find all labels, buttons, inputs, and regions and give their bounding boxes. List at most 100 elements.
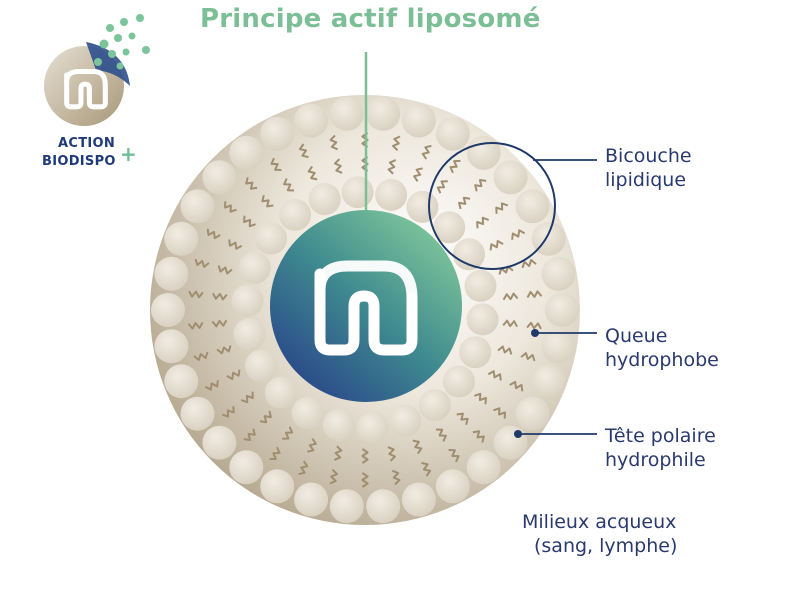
inner-hydrophobic-tail bbox=[361, 448, 369, 464]
outer-hydrophobic-tail bbox=[392, 469, 401, 486]
outer-polar-head bbox=[180, 189, 215, 224]
inner-polar-head bbox=[464, 269, 497, 302]
badge-line1: ACTION bbox=[58, 136, 116, 151]
outer-polar-head bbox=[154, 329, 189, 364]
outer-polar-head bbox=[541, 256, 576, 291]
outer-hydrophobic-tail bbox=[187, 322, 204, 330]
outer-hydrophobic-tail bbox=[269, 446, 281, 461]
outer-hydrophobic-tail bbox=[329, 134, 338, 151]
outer-hydrophobic-tail bbox=[526, 321, 542, 330]
outer-polar-head bbox=[151, 293, 185, 327]
outer-hydrophobic-tail bbox=[361, 472, 369, 488]
inner-hydrophobic-tail bbox=[435, 428, 447, 442]
outer-hydrophobic-tail bbox=[194, 258, 210, 268]
inner-polar-head bbox=[356, 411, 389, 444]
outer-polar-head bbox=[329, 489, 364, 524]
outer-hydrophobic-tail bbox=[421, 461, 432, 477]
outer-polar-head bbox=[294, 103, 329, 138]
outer-polar-head bbox=[493, 425, 528, 460]
inner-polar-head bbox=[442, 365, 475, 398]
inner-hydrophobic-tail bbox=[307, 438, 317, 453]
inner-polar-head bbox=[264, 376, 297, 409]
outer-hydrophobic-tail bbox=[221, 406, 235, 418]
outer-polar-head bbox=[329, 96, 364, 131]
inner-hydrophobic-tail bbox=[243, 215, 256, 228]
inner-polar-head bbox=[389, 404, 422, 437]
inner-hydrophobic-tail bbox=[259, 410, 272, 424]
outer-polar-head bbox=[401, 103, 436, 138]
outer-hydrophobic-tail bbox=[495, 202, 509, 214]
inner-hydrophobic-tail bbox=[497, 345, 513, 355]
inner-polar-head bbox=[459, 336, 492, 369]
inner-polar-head bbox=[233, 318, 266, 351]
medium-label-line2: (sang, lymphe) bbox=[534, 535, 678, 557]
inner-hydrophobic-tail bbox=[412, 439, 423, 455]
outer-polar-head bbox=[366, 489, 401, 524]
inner-hydrophobic-tail bbox=[498, 265, 514, 275]
inner-hydrophobic-tail bbox=[283, 178, 295, 192]
outer-hydrophobic-tail bbox=[204, 380, 219, 391]
badge-monogram-icon bbox=[64, 68, 108, 110]
inner-hydrophobic-tail bbox=[476, 216, 490, 229]
inner-hydrophobic-tail bbox=[387, 446, 396, 462]
inner-polar-head bbox=[255, 222, 288, 255]
outer-hydrophobic-tail bbox=[329, 468, 338, 485]
inner-hydrophobic-tail bbox=[212, 292, 228, 301]
outer-polar-head bbox=[531, 364, 566, 399]
outer-hydrophobic-tail bbox=[509, 380, 524, 392]
inner-hydrophobic-tail bbox=[489, 240, 504, 251]
outer-hydrophobic-tail bbox=[421, 144, 432, 160]
outer-polar-head bbox=[515, 396, 550, 431]
outer-polar-head bbox=[466, 135, 501, 170]
badge-plus-icon: + bbox=[120, 142, 137, 166]
outer-hydrophobic-tail bbox=[243, 428, 256, 441]
inner-hydrophobic-tail bbox=[228, 239, 243, 250]
outer-hydrophobic-tail bbox=[526, 290, 543, 298]
inner-polar-head bbox=[291, 397, 324, 430]
outer-polar-head bbox=[164, 221, 199, 256]
inner-hydrophobic-tail bbox=[502, 319, 518, 328]
inner-hydrophobic-tail bbox=[307, 165, 318, 181]
head-label-line2: hydrophile bbox=[605, 449, 706, 471]
bilayer-label-line1: Bicouche bbox=[605, 145, 692, 167]
outer-hydrophobic-tail bbox=[298, 143, 309, 159]
head-leader-dot bbox=[514, 430, 522, 438]
outer-hydrophobic-tail bbox=[245, 177, 258, 190]
outer-hydrophobic-tail bbox=[361, 132, 369, 148]
inner-hydrophobic-tail bbox=[217, 265, 233, 275]
inner-polar-head bbox=[453, 238, 485, 271]
inner-hydrophobic-tail bbox=[436, 180, 448, 194]
outer-hydrophobic-tail bbox=[493, 407, 506, 419]
inner-hydrophobic-tail bbox=[216, 345, 232, 355]
bilayer-zoom-circle bbox=[428, 142, 556, 270]
outer-hydrophobic-tail bbox=[270, 157, 282, 171]
inner-polar-head bbox=[322, 409, 355, 442]
inner-polar-head bbox=[238, 251, 271, 284]
inner-hydrophobic-tail bbox=[387, 159, 397, 175]
lipid-bilayer bbox=[151, 96, 579, 524]
outer-polar-head bbox=[401, 482, 436, 517]
head-label-line1: Tête polaire bbox=[605, 425, 716, 447]
outer-hydrophobic-tail bbox=[392, 135, 401, 152]
outer-polar-head bbox=[164, 364, 199, 399]
outer-polar-head bbox=[229, 450, 264, 485]
active-core bbox=[270, 210, 462, 402]
outer-polar-head bbox=[493, 160, 528, 195]
inner-hydrophobic-tail bbox=[333, 445, 343, 461]
inner-polar-head bbox=[231, 284, 264, 317]
outer-polar-head bbox=[366, 96, 401, 131]
inner-hydrophobic-tail bbox=[413, 167, 423, 182]
outer-polar-head bbox=[260, 116, 295, 151]
outer-polar-head bbox=[545, 293, 579, 327]
outer-polar-head bbox=[180, 396, 215, 431]
badge-dots bbox=[94, 14, 150, 70]
badge-logo bbox=[44, 14, 150, 126]
outer-hydrophobic-tail bbox=[224, 201, 237, 213]
inner-hydrophobic-tail bbox=[502, 292, 519, 301]
inner-polar-head bbox=[433, 211, 466, 244]
outer-hydrophobic-tail bbox=[520, 352, 536, 362]
inner-polar-head bbox=[308, 183, 341, 216]
outer-hydrophobic-tail bbox=[511, 229, 526, 240]
inner-polar-head bbox=[245, 349, 277, 382]
